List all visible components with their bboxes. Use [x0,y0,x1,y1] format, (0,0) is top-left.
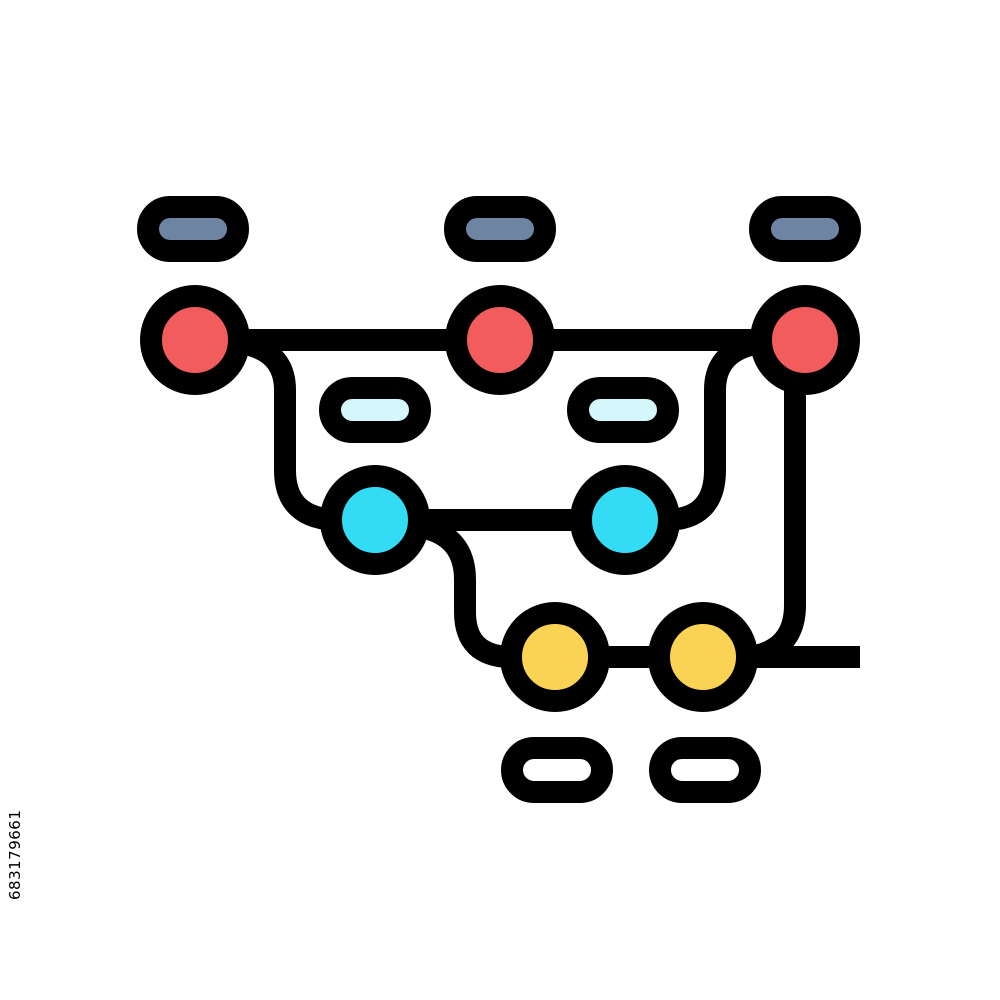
middle-nodes [320,465,680,575]
commit-node [750,285,860,395]
commit-node [445,285,555,395]
commit-node [320,465,430,575]
label-pill [749,196,861,262]
label-pill [567,377,679,443]
bottom-nodes [500,602,758,712]
commit-node [570,465,680,575]
branch-left-connector [237,332,341,531]
merge-bottom-connector [747,385,806,668]
label-pill [319,377,431,443]
commit-node [500,602,610,712]
branch-middle-connector [417,516,513,668]
label-pill [649,737,761,803]
bottom-labels [501,737,761,803]
top-nodes [140,285,860,395]
merge-middle-connector [664,332,763,531]
label-pill [137,196,249,262]
top-labels [137,196,861,262]
label-pill [501,737,613,803]
commit-node [140,285,250,395]
commit-node [648,602,758,712]
middle-labels [319,377,679,443]
label-pill [444,196,556,262]
stock-id: 683179661 [6,809,24,900]
